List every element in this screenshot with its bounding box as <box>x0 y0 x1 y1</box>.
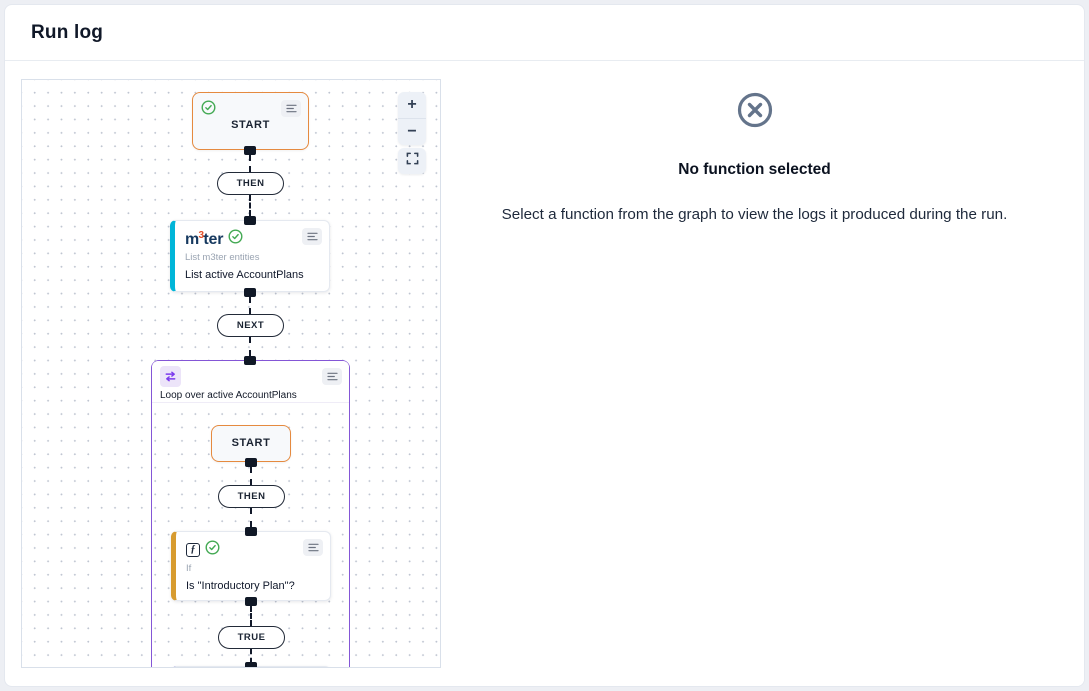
m3ter-logo: m3ter <box>185 229 224 248</box>
edge-label-text: NEXT <box>236 320 265 331</box>
node-label: START <box>231 119 270 131</box>
edge-label-then: THEN <box>217 172 284 195</box>
logs-icon <box>307 540 319 555</box>
run-log-card: Run log + − <box>4 4 1085 687</box>
node-logs-button[interactable] <box>302 228 322 245</box>
plus-icon: + <box>407 96 417 113</box>
zoom-out-button[interactable]: − <box>398 119 426 145</box>
node-list-active-accountplans[interactable]: m3ter List m3ter entities List active Ac… <box>170 220 330 292</box>
empty-state-message: Select a function from the graph to view… <box>501 206 1008 223</box>
empty-state-title: No function selected <box>678 161 831 178</box>
node-title: Is "Introductory Plan"? <box>186 580 295 592</box>
card-header: Run log <box>5 5 1084 61</box>
node-loop-over-active-accountplans[interactable]: Loop over active AccountPlans START THEN <box>151 360 350 667</box>
edge-label-text: THEN <box>237 491 266 502</box>
node-logs-button[interactable] <box>322 368 342 385</box>
node-logs-button[interactable] <box>303 539 323 556</box>
check-circle-icon <box>201 100 216 120</box>
logs-icon <box>326 369 338 384</box>
graph-zoom-controls: + − <box>398 92 426 174</box>
function-icon: ƒ <box>186 543 200 557</box>
connector-port <box>244 216 256 225</box>
node-label: START <box>231 437 271 449</box>
minus-icon: − <box>407 123 417 140</box>
node-subtitle: If <box>186 563 192 574</box>
fit-view-button[interactable] <box>398 148 426 174</box>
x-circle-icon <box>736 91 774 134</box>
node-title: Loop over active AccountPlans <box>160 390 297 401</box>
node-subtitle: List m3ter entities <box>185 252 260 263</box>
node-logs-button[interactable] <box>281 100 301 117</box>
divider <box>398 118 426 119</box>
edge-line <box>249 195 251 216</box>
edge-line <box>249 155 251 172</box>
edge-line <box>250 467 252 485</box>
zoom-in-button[interactable]: + <box>398 92 426 118</box>
edge-line <box>250 606 252 626</box>
connector-port <box>245 527 257 536</box>
logs-icon <box>285 101 297 116</box>
edge-label-true: TRUE <box>218 626 285 649</box>
edge-line <box>249 337 251 356</box>
fullscreen-icon <box>406 152 419 170</box>
edge-label-next: NEXT <box>217 314 284 337</box>
check-circle-icon <box>228 229 243 249</box>
run-log-detail-panel: No function selected Select a function f… <box>441 61 1084 686</box>
node-loop-start[interactable]: START <box>211 425 291 462</box>
connector-port <box>244 288 256 297</box>
edge-label-text: TRUE <box>237 632 266 643</box>
connector-port <box>244 146 256 155</box>
node-if-introductory-plan[interactable]: ƒ If Is "Introductory Plan"? <box>171 531 331 601</box>
connector-port <box>244 356 256 365</box>
node-title: List active AccountPlans <box>185 269 304 281</box>
logs-icon <box>306 229 318 244</box>
loop-icon <box>160 366 181 387</box>
page-title: Run log <box>31 21 104 43</box>
edge-line <box>250 508 252 527</box>
connector-port <box>245 458 257 467</box>
edge-line <box>250 649 252 663</box>
edge-label-then: THEN <box>218 485 285 508</box>
loop-header[interactable]: Loop over active AccountPlans <box>152 361 349 403</box>
connector-port <box>245 597 257 606</box>
workflow-graph-canvas[interactable]: + − <box>21 79 441 668</box>
connector-port <box>245 662 257 667</box>
edge-label-text: THEN <box>236 178 265 189</box>
node-start[interactable]: START <box>192 92 309 150</box>
check-circle-icon <box>205 540 220 560</box>
edge-line <box>249 297 251 314</box>
